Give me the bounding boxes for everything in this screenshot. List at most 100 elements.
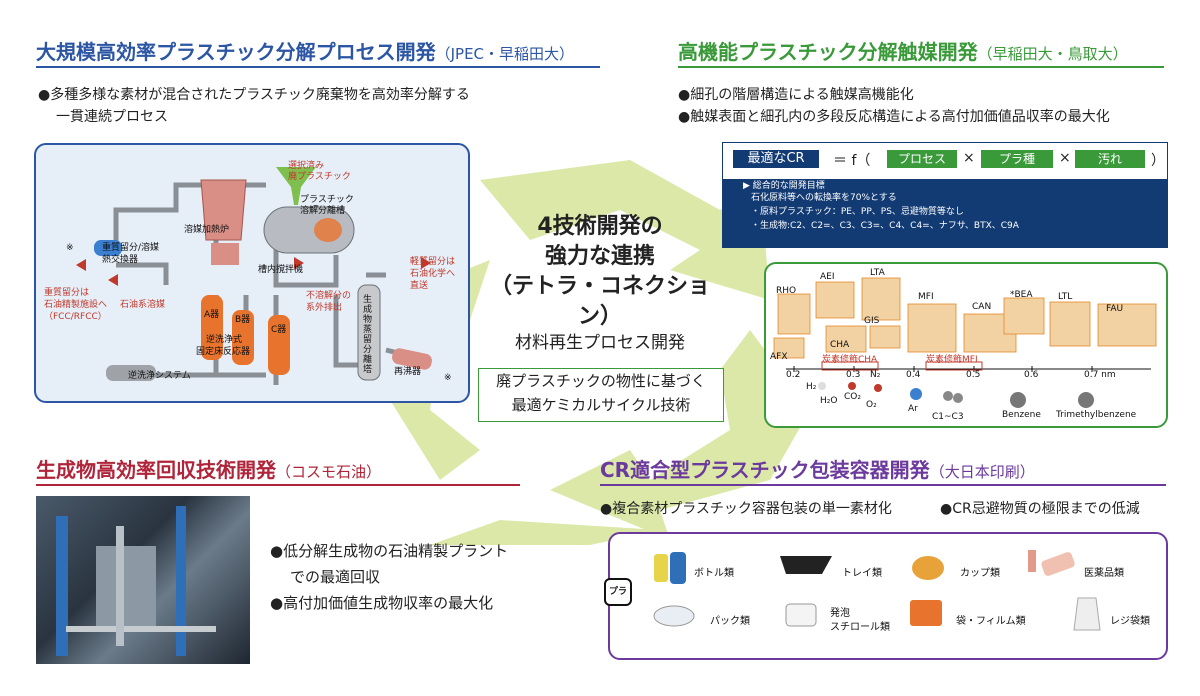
lbl-heavy2: 石油精製施設へ [44, 300, 108, 310]
cr-dirt: 汚れ [1075, 150, 1145, 168]
tick-03: 0.3 [846, 370, 861, 380]
zeo-mfi: MFI [918, 292, 934, 302]
s3-bullet-1: ●低分解生成物の石油精製プラント [270, 542, 509, 560]
goal-1: ▶ 総合的な開発目標 [743, 181, 825, 191]
pk-med: 医薬品類 [1084, 568, 1124, 579]
center-l2: 強力な連携 [544, 244, 655, 269]
lbl-selected: 選択済み [288, 161, 325, 171]
s4-title: CR適合型プラスチック包装容器開発（大日本印刷） [600, 458, 1035, 482]
packaging-panel: プラ ボトル類 トレイ類 カップ類 医薬品類 パック類 発泡 スチロール類 袋・… [604, 532, 1168, 660]
mol-h2: H₂ [806, 382, 817, 392]
center-title: 4技術開発の 強力な連携 （テトラ・コネクション） [480, 212, 720, 332]
zeo-gis: GIS [864, 316, 880, 326]
lbl-b: B器 [235, 315, 251, 325]
cr-plastic: プラ種 [981, 150, 1053, 168]
mol-ar: Ar [908, 404, 918, 414]
s1-bullet-1b: 一貫連続プロセス [56, 109, 168, 125]
s1-rule [36, 66, 600, 68]
pk-foam2: スチロール類 [830, 622, 890, 633]
cr-x1: × [963, 150, 975, 166]
center-l1: 4技術開発の [537, 214, 663, 239]
lbl-tank2: 溶解分離槽 [300, 206, 346, 216]
goal-box: ▶ 総合的な開発目標 石化原料等への転換率を70%とする ・原料プラスチック：P… [723, 179, 1167, 247]
mol-co2: CO₂ [844, 392, 861, 402]
s1-bullet-1: ●多種多様な素材が混合されたプラスチック廃棄物を高効率分解する [38, 87, 470, 103]
lbl-c: C器 [271, 325, 287, 335]
mol-h2o: H₂O [820, 396, 838, 406]
cr-lhs: 最適なCR [733, 150, 819, 168]
mol-c1c3: C1~C3 [932, 412, 964, 422]
lbl-hx: 重質留分/溶媒 [102, 243, 160, 253]
zeo-ltl: LTL [1058, 292, 1073, 302]
center-box: 廃プラスチックの物性に基づく 最適ケミカルサイクル技術 [478, 368, 724, 422]
cr-process: プロセス [887, 150, 957, 168]
goal-2: 石化原料等への転換率を70%とする [751, 193, 897, 203]
tick-07: 0.7 nm [1084, 370, 1116, 380]
lbl-star2: ※ [444, 373, 452, 383]
cr-x2: × [1059, 150, 1071, 166]
zeo-fau: FAU [1106, 304, 1124, 314]
zeo-cha: CHA [830, 340, 850, 350]
lbl-stirrer: 槽内撹拌機 [258, 265, 304, 275]
mol-tmb: Trimethylbenzene [1056, 410, 1137, 420]
process-pipes [76, 167, 432, 385]
lbl-hx2: 熱交換器 [102, 255, 139, 265]
zeolite-panel: RHO AEI LTA MFI CAN *BEA LTL FAU CHA GIS… [764, 262, 1168, 428]
plant-photo [36, 496, 250, 664]
zeolite-structures [773, 277, 1157, 408]
lbl-bsys: 逆洗浄システム [128, 371, 191, 381]
s4-bullet-1: ●複合素材プラスチック容器包装の単一素材化 [600, 501, 892, 517]
process-diagram-panel: 選択済み 廃プラスチック 溶媒加熱炉 プラスチック 溶解分離槽 ※ 重質留分/溶… [34, 143, 470, 403]
s2-title: 高機能プラスチック分解触媒開発（早稲田大・鳥取大） [678, 40, 1128, 64]
zeo-afx: AFX [770, 352, 788, 362]
lbl-backwash2: 固定床反応器 [196, 347, 251, 357]
tick-05: 0.5 [966, 370, 981, 380]
zeo-can: CAN [972, 302, 992, 312]
pk-foam1: 発泡 [830, 608, 850, 619]
plant-photo-art [56, 506, 216, 656]
s4-bullet-2: ●CR忌避物質の極限までの低減 [940, 501, 1140, 517]
mol-o2: O₂ [866, 400, 877, 410]
goal-4: ・生成物:C2、C2=、C3、C3=、C4、C4=、ナフサ、BTX、C9A [751, 221, 1019, 231]
lbl-star1: ※ [66, 243, 74, 253]
s2-bullet-2: ●触媒表面と細孔内の多段反応構造による高付加価値品収率の最大化 [678, 109, 1110, 125]
tick-02: 0.2 [786, 370, 801, 380]
pk-tray: トレイ類 [842, 568, 882, 579]
lbl-tower: 生成物蒸留分離塔 [363, 295, 373, 375]
s4-rule [600, 484, 1166, 486]
center-l3: （テトラ・コネクション） [489, 274, 710, 329]
pk-pack: パック類 [710, 616, 750, 627]
s1-title: 大規模高効率プラスチック分解プロセス開発（JPEC・早稲田大） [36, 40, 575, 64]
s2-bullet-1: ●細孔の階層構造による触媒高機能化 [678, 87, 914, 103]
lbl-furnace: 溶媒加熱炉 [184, 225, 230, 235]
lbl-heavy: 重質留分は [44, 288, 90, 298]
tick-n2: N₂ [870, 370, 881, 380]
lbl-heavy3: （FCC/RFCC） [44, 312, 107, 322]
s3-title: 生成物高効率回収技術開発（コスモ石油） [36, 458, 382, 482]
packaging-icons [653, 550, 1101, 631]
s3-bullet-1b: での最適回収 [290, 568, 381, 586]
s3-bullet-2: ●高付加価値生成物収率の最大化 [270, 594, 494, 612]
lbl-light3: 直送 [410, 281, 429, 291]
zeo-bea: *BEA [1010, 290, 1033, 300]
s2-rule [678, 66, 1164, 68]
pk-bottle: ボトル類 [694, 568, 734, 579]
lbl-selected2: 廃プラスチック [288, 172, 351, 182]
lbl-light: 軽質留分は [410, 257, 456, 267]
lbl-solvent: 石油系溶媒 [120, 300, 166, 310]
zeo-rho: RHO [776, 286, 797, 296]
lbl-reboiler: 再沸器 [394, 367, 422, 377]
pk-cup: カップ類 [960, 568, 1000, 579]
recycle-mark-icon: プラ [604, 578, 632, 606]
lbl-a: A器 [204, 310, 220, 320]
cr-eq: ＝ f（ [833, 153, 871, 169]
lbl-insol: 不溶解分の [306, 291, 352, 301]
goal-3: ・原料プラスチック：PE、PP、PS、忌避物質等なし [751, 207, 964, 217]
lbl-tank: プラスチック [300, 195, 354, 205]
mod-cha: 炭素修飾CHA [822, 355, 878, 365]
lbl-backwash: 逆洗浄式 [206, 335, 243, 345]
zeo-lta: LTA [870, 268, 885, 278]
s3-rule [36, 484, 520, 486]
pk-reji: レジ袋類 [1110, 616, 1150, 627]
center-l4: 材料再生プロセス開発 [515, 333, 685, 353]
